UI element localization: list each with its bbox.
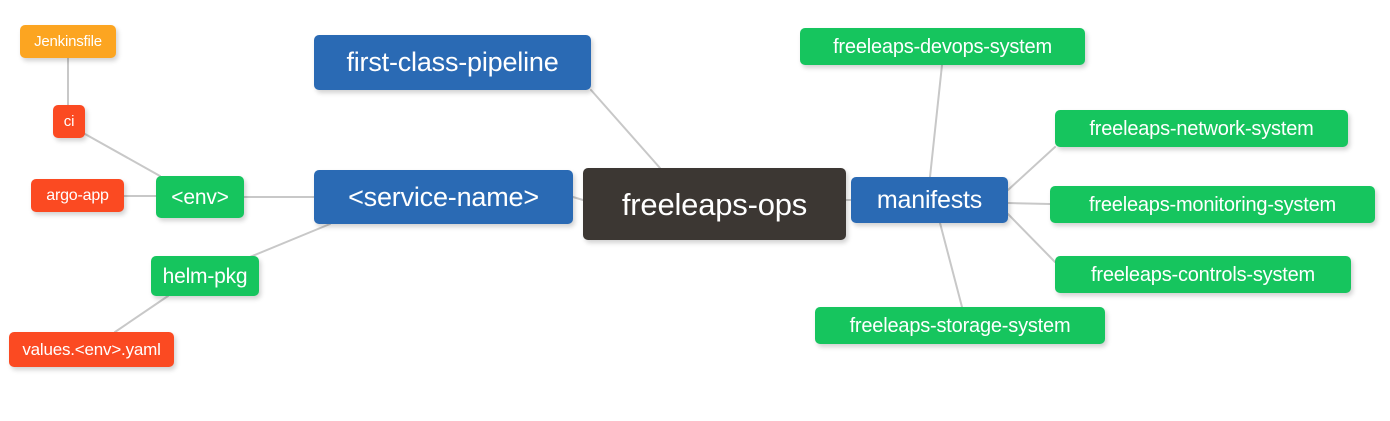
- node-env[interactable]: <env>: [156, 176, 244, 218]
- node-label: values.<env>.yaml: [22, 340, 161, 359]
- node-storage-system[interactable]: freeleaps-storage-system: [815, 307, 1105, 344]
- node-label: first-class-pipeline: [346, 47, 559, 77]
- node-label: freeleaps-devops-system: [833, 35, 1052, 58]
- node-manifests[interactable]: manifests: [851, 177, 1008, 223]
- edge-manifests-to-network_system: [1007, 146, 1056, 191]
- node-label: argo-app: [46, 186, 109, 204]
- edge-service_name-to-root: [572, 196, 584, 201]
- node-label: freeleaps-ops: [621, 186, 808, 222]
- node-label: freeleaps-storage-system: [849, 314, 1071, 337]
- node-label: Jenkinsfile: [34, 33, 102, 50]
- node-ci[interactable]: ci: [53, 105, 85, 138]
- node-label: freeleaps-controls-system: [1091, 263, 1315, 286]
- node-helm-pkg[interactable]: helm-pkg: [151, 256, 259, 296]
- node-label: manifests: [876, 185, 983, 214]
- node-network-system[interactable]: freeleaps-network-system: [1055, 110, 1348, 147]
- node-monitoring-system[interactable]: freeleaps-monitoring-system: [1050, 186, 1375, 223]
- edge-manifests-to-devops_system: [929, 64, 943, 178]
- node-jenkinsfile[interactable]: Jenkinsfile: [20, 25, 116, 58]
- node-controls-system[interactable]: freeleaps-controls-system: [1055, 256, 1351, 293]
- edge-manifests-to-storage_system: [939, 222, 963, 308]
- node-first-class-pipeline[interactable]: first-class-pipeline: [314, 35, 591, 90]
- node-label: <service-name>: [348, 181, 539, 212]
- edge-helm_pkg-to-service_name: [244, 223, 331, 260]
- node-label: freeleaps-monitoring-system: [1089, 193, 1336, 216]
- node-values-yaml[interactable]: values.<env>.yaml: [9, 332, 174, 367]
- node-service-name[interactable]: <service-name>: [314, 170, 573, 224]
- node-label: freeleaps-network-system: [1089, 117, 1314, 140]
- node-root[interactable]: freeleaps-ops: [583, 168, 846, 240]
- edge-manifests-to-controls_system: [1007, 213, 1056, 263]
- node-label: <env>: [171, 185, 229, 209]
- node-label: helm-pkg: [162, 264, 248, 288]
- edge-first_class_pipeline-to-root: [590, 89, 661, 169]
- edge-ci-to-env: [84, 133, 161, 177]
- node-devops-system[interactable]: freeleaps-devops-system: [800, 28, 1085, 65]
- edge-manifests-to-monitoring_system: [1007, 202, 1051, 205]
- node-label: ci: [63, 113, 75, 130]
- edge-values_yaml-to-helm_pkg: [114, 295, 169, 333]
- node-argo-app[interactable]: argo-app: [31, 179, 124, 212]
